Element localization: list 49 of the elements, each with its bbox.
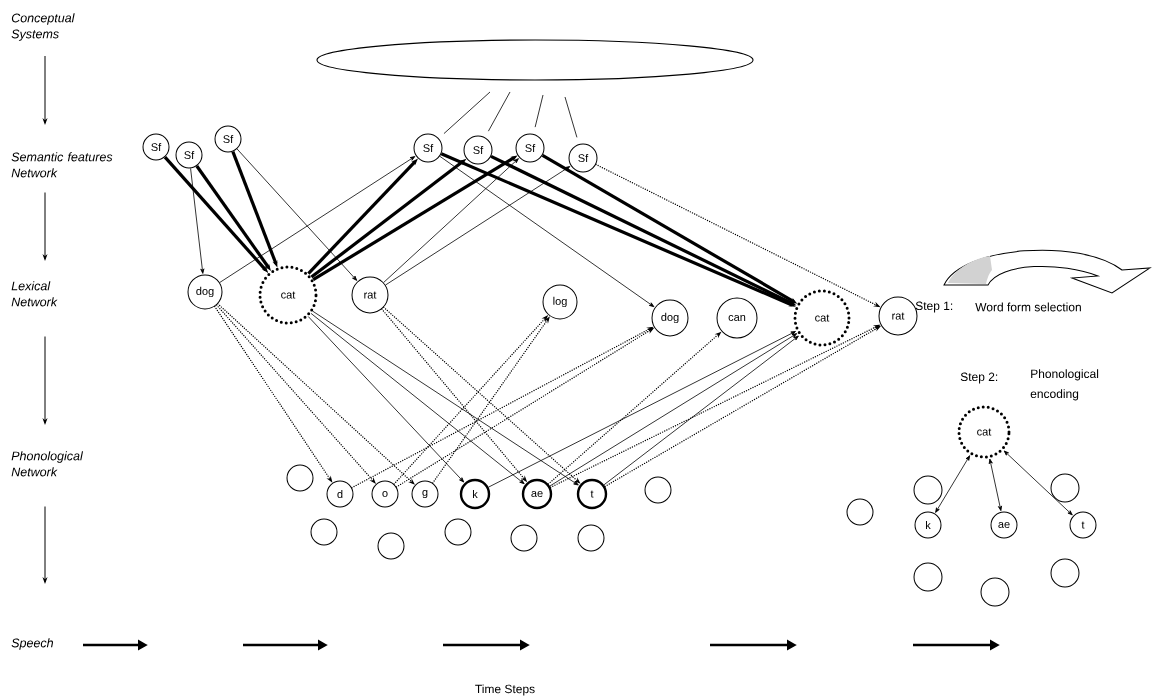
empty-circle (980, 577, 1010, 607)
arrow (1003, 450, 1073, 516)
level-label: Speech (11, 638, 54, 650)
level-label: Lexical Network (11, 281, 58, 307)
concept-ellipse (316, 39, 754, 81)
arrow (935, 455, 971, 513)
arrow (219, 156, 416, 283)
arrow (307, 316, 465, 483)
connector-line (443, 91, 491, 134)
empty-circle (286, 464, 314, 492)
empty-circle (1050, 558, 1080, 588)
arrow (43, 55, 47, 124)
empty-circle (913, 475, 943, 505)
arrow (385, 166, 571, 286)
step-label: Phonological encoding (1030, 369, 1099, 401)
arrow (43, 336, 47, 424)
arrow (488, 331, 796, 488)
level-label: Phonological Network (11, 451, 84, 477)
arrow (215, 304, 376, 484)
empty-circle (913, 562, 943, 592)
arrow (195, 165, 271, 271)
connector-line (488, 91, 511, 132)
empty-circle (310, 518, 338, 546)
arrow (988, 458, 1002, 512)
empty-circle (577, 524, 605, 552)
arrow (43, 192, 47, 260)
arrow (310, 313, 525, 485)
step-label: Step 1: (915, 301, 953, 313)
empty-circle (377, 532, 405, 560)
arrow (383, 158, 519, 283)
connector-line (564, 96, 578, 138)
arrow (43, 506, 47, 583)
empty-circle (644, 476, 672, 504)
step-label: Word form selection (975, 302, 1081, 312)
arrow (603, 335, 799, 486)
empty-circle (1050, 473, 1080, 503)
arrow (190, 168, 205, 274)
level-label: Semantic features Network (11, 152, 113, 178)
empty-circle (510, 524, 538, 552)
arrow (236, 148, 358, 281)
arrow (312, 310, 579, 486)
step-label: Time Steps (475, 684, 535, 696)
arrow (549, 333, 798, 487)
connector-line (534, 94, 544, 128)
empty-circle (846, 498, 874, 526)
arrow (439, 155, 655, 308)
level-label: Conceptual Systems (11, 13, 75, 41)
step-label: Step 2: (960, 372, 998, 384)
empty-circle (444, 518, 472, 546)
